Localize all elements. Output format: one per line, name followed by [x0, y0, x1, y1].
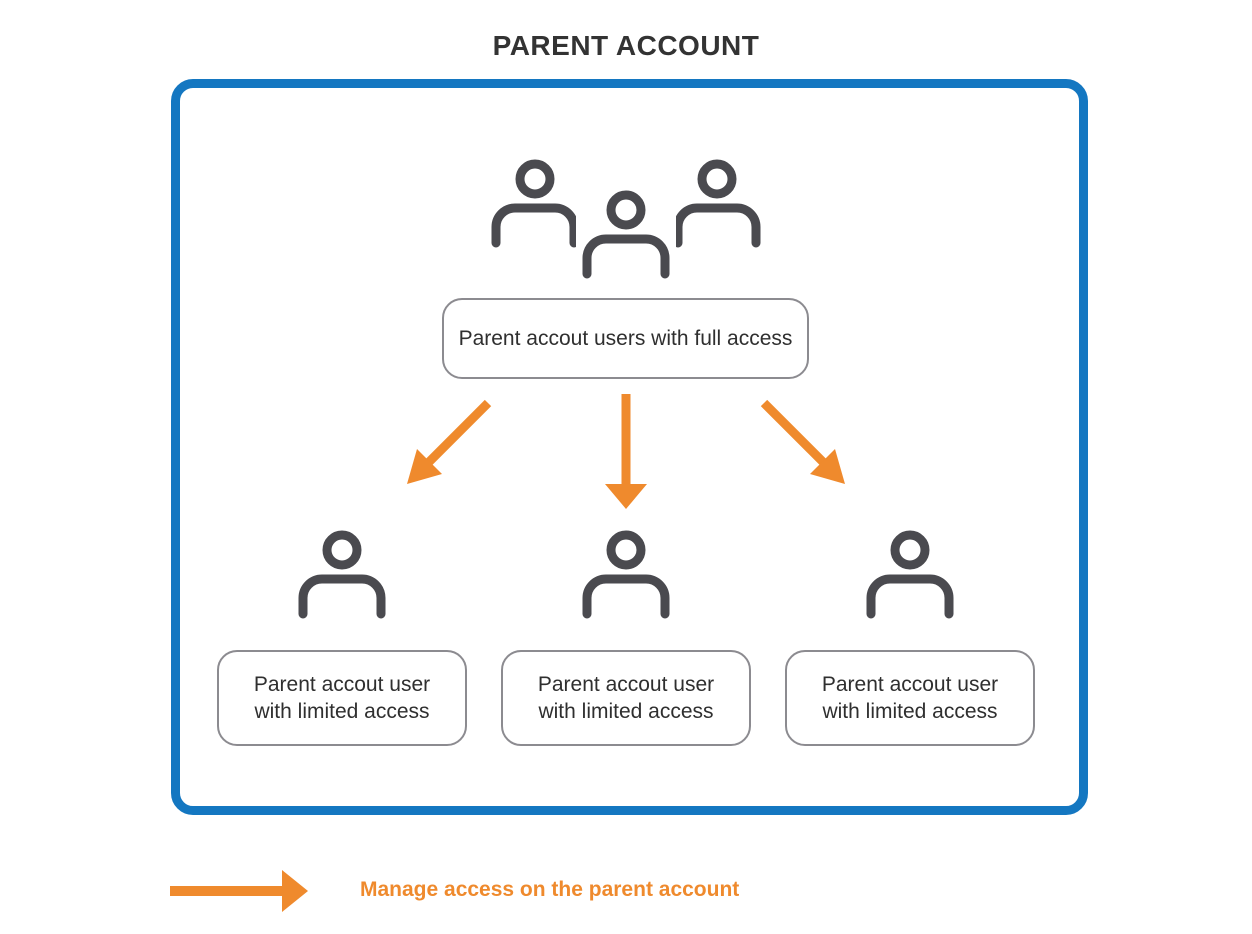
user-icon-top-center [576, 180, 676, 280]
limited-access-box-2: Parent accout user with limited access [501, 650, 751, 746]
user-icon-limited-3 [871, 535, 949, 614]
parent-account-frame [171, 79, 1088, 815]
user-icon-top-right [678, 164, 756, 243]
limited-access-label: Parent accout user with limited access [821, 673, 999, 723]
limited-access-box-3: Parent accout user with limited access [785, 650, 1035, 746]
limited-access-box-1: Parent accout user with limited access [217, 650, 467, 746]
full-access-label: Parent accout users with full access [458, 327, 793, 350]
legend-arrow-icon [170, 870, 308, 912]
arrow-icon-right [760, 399, 845, 484]
arrow-icon-center [605, 394, 647, 509]
full-access-box: Parent accout users with full access [442, 298, 809, 379]
user-icon-limited-1 [303, 535, 381, 614]
diagram-title: PARENT ACCOUNT [492, 30, 760, 61]
user-icon-limited-2 [587, 535, 665, 614]
legend-label: Manage access on the parent account [360, 878, 740, 901]
arrow-icon-left [407, 399, 492, 484]
limited-access-label: Parent accout user with limited access [253, 673, 431, 723]
limited-access-label: Parent accout user with limited access [537, 673, 715, 723]
user-icon-top-left [496, 164, 574, 243]
